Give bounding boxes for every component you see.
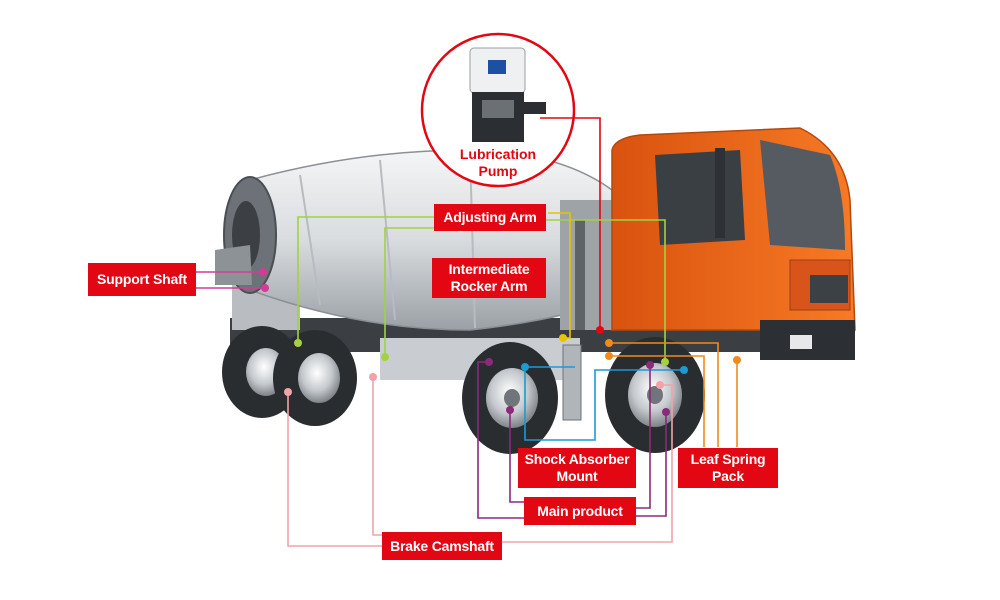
point-brake-2	[369, 373, 377, 381]
front-stand	[560, 200, 615, 330]
point-shock-2	[680, 366, 688, 374]
main-product-label: Main product	[524, 497, 636, 525]
point-brake-1	[284, 388, 292, 396]
adjusting-arm-label: Adjusting Arm	[434, 204, 546, 231]
lubrication-pump-label: Lubrication Pump	[459, 146, 537, 179]
support-shaft-label: Support Shaft	[88, 263, 196, 296]
point-leaf-spring-3	[733, 356, 741, 364]
point-pump	[596, 326, 604, 334]
point-main-3	[646, 361, 654, 369]
truck-cab	[611, 127, 856, 360]
point-main-4	[662, 408, 670, 416]
point-brake-3	[656, 381, 664, 389]
point-adjusting-arm-1	[294, 339, 302, 347]
point-support-shaft-2	[261, 284, 269, 292]
windshield	[760, 140, 845, 250]
point-shock-1	[521, 363, 529, 371]
grille	[810, 275, 848, 303]
leader-line-adjusting-arm	[297, 216, 435, 342]
point-leaf-spring-2	[605, 352, 613, 360]
leader-line-adjusting-arm-3	[545, 219, 666, 360]
leader-line-main-product-4	[636, 412, 667, 517]
leader-line-shock-absorber	[524, 367, 684, 441]
point-adjusting-arm-2	[381, 353, 389, 361]
lubrication-pump-inset	[420, 32, 576, 188]
side-window	[655, 150, 745, 245]
intermediate-rocker-arm-label: Intermediate Rocker Arm	[432, 258, 546, 298]
leader-line-brake-camshaft-2	[372, 377, 383, 536]
wheel-rear-2	[273, 330, 357, 426]
point-intermediate-rocker-arm	[559, 334, 567, 342]
leader-line-main-product	[477, 361, 524, 519]
pump-logo-icon	[488, 60, 506, 74]
point-adjusting-arm-3	[661, 358, 669, 366]
leader-line-leaf-spring-2	[609, 355, 705, 447]
leaf-spring-pack-label: Leaf Spring Pack	[678, 448, 778, 488]
point-main-2	[506, 406, 514, 414]
wheel-front	[605, 337, 705, 453]
shock-absorber	[562, 344, 582, 421]
leader-line-brake-camshaft	[287, 392, 383, 547]
leader-line-lubrication-pump	[540, 117, 601, 328]
leader-line-brake-camshaft-3	[502, 384, 673, 543]
brake-camshaft-label: Brake Camshaft	[382, 532, 502, 560]
leader-line-adjusting-arm-2	[384, 227, 435, 356]
leader-line-leaf-spring	[609, 342, 719, 447]
shock-absorber-mount-label: Shock Absorber Mount	[518, 448, 636, 488]
leader-line-main-product-3	[636, 365, 651, 509]
leader-line-main-product-2	[509, 410, 524, 503]
point-leaf-spring-1	[605, 339, 613, 347]
truck-illustration	[215, 127, 856, 454]
point-main-1	[485, 358, 493, 366]
point-support-shaft-1	[259, 268, 267, 276]
